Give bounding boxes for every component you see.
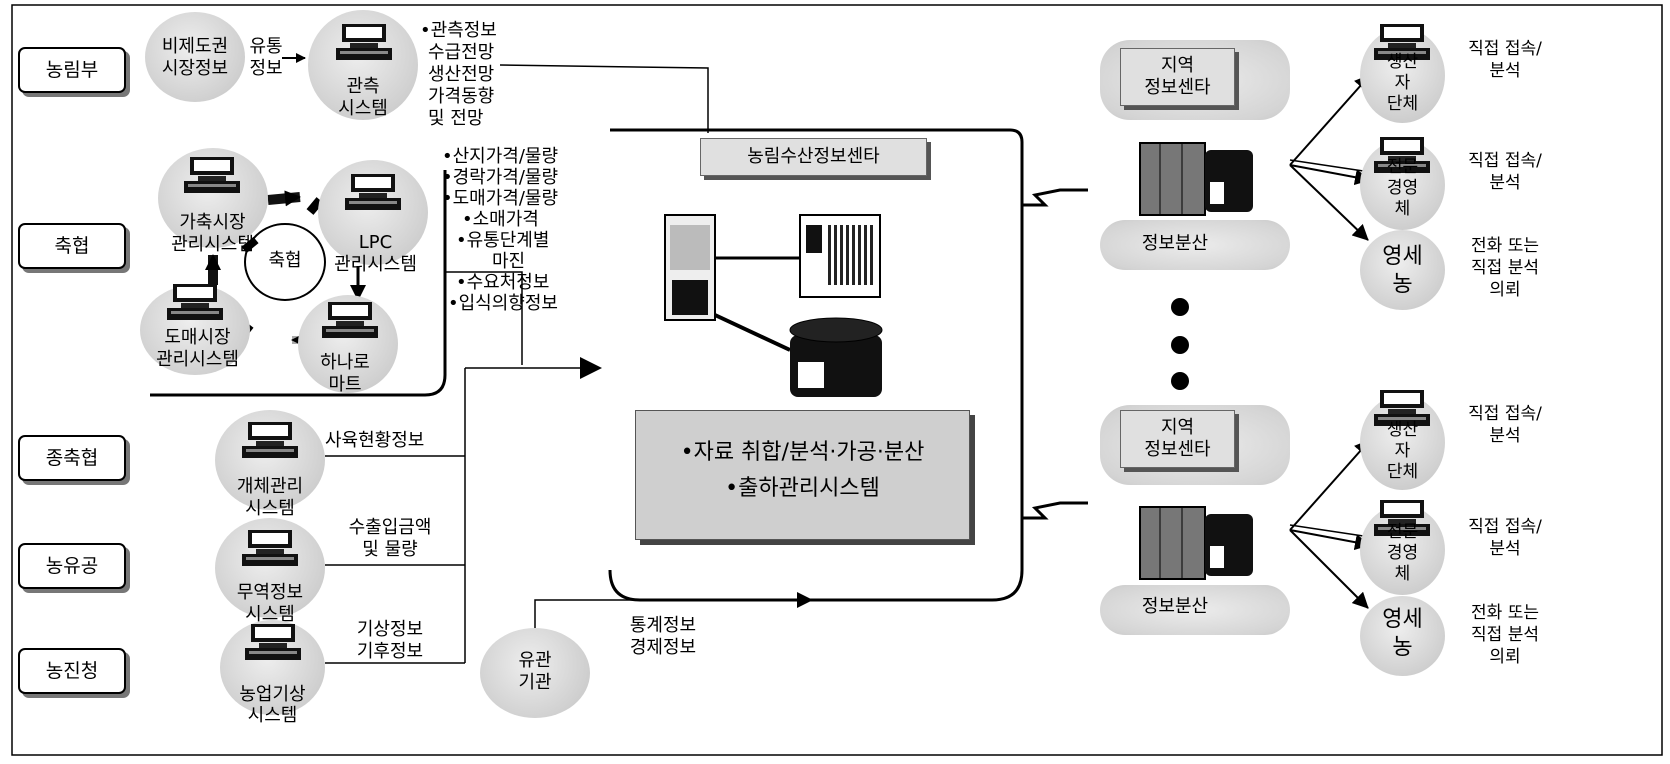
org-coop: 축협: [18, 223, 126, 269]
client-name: 영세 농: [1360, 243, 1445, 299]
wholesale-terminal-icon: [165, 282, 225, 322]
fan-top-2b: [1290, 160, 1370, 172]
fan-top-1: [1290, 75, 1370, 165]
client-name: 생산 자 단체: [1360, 52, 1445, 115]
center-computer-icon: [665, 215, 882, 397]
client-name: 생산 자 단체: [1360, 420, 1445, 483]
client-access: 직접 접속/ 분석: [1450, 150, 1560, 194]
center-function-box: •자료 취합/분석·가공·분산 •출하관리시스템: [635, 410, 970, 540]
client-name: 전문 경영 체: [1360, 522, 1445, 585]
client-access: 직접 접속/ 분석: [1450, 38, 1560, 82]
lightning-top: [1022, 190, 1088, 205]
coop-info-item: •경락가격/물량: [442, 167, 558, 188]
lightning-bottom: [1022, 503, 1088, 518]
trade-info-label: 수출입금액 및 물량: [330, 517, 450, 561]
output-item: 생산전망: [420, 64, 497, 86]
livestock-market-terminal-icon: [182, 155, 242, 195]
client-access: 직접 접속/ 분석: [1450, 403, 1560, 447]
ellipsis-dot: [1171, 298, 1189, 316]
client-access: 직접 접속/ 분석: [1450, 516, 1560, 560]
org-forestry: 농림부: [18, 47, 126, 93]
coop-info-item: •유통단계별: [442, 230, 558, 251]
entity-terminal-icon: [240, 420, 300, 460]
related-org-label: 유관 기관: [480, 650, 590, 694]
org-dairy: 농유공: [18, 543, 126, 589]
wholesale-label: 도매시장 관리시스템: [135, 327, 260, 371]
client-access: 전화 또는 직접 분석 의뢰: [1450, 602, 1560, 668]
regional-center-bottom: 지역 정보센타: [1120, 410, 1235, 468]
observation-outputs: •관측정보 수급전망 생산전망 가격동향 및 전망: [420, 20, 497, 130]
market-info-label: 비제도권 시장정보: [145, 36, 245, 80]
hanaro-label: 하나로 마트: [305, 352, 385, 396]
cycle-arrow-1: [268, 197, 300, 200]
stat-info-label: 통계정보 경제정보: [608, 615, 718, 659]
server-icon-bottom: [1140, 507, 1253, 579]
client-name: 전문 경영 체: [1360, 157, 1445, 220]
lpc-terminal-icon: [343, 172, 403, 212]
fan-bottom-1: [1290, 440, 1370, 530]
distribution-bottom-label: 정보분산: [1100, 596, 1250, 618]
distribution-top-label: 정보분산: [1100, 233, 1250, 255]
coop-info-item: •도매가격/물량: [442, 188, 558, 209]
output-item: 및 전망: [420, 108, 497, 130]
coop-info-item: •소매가격: [442, 209, 558, 230]
hanaro-terminal-icon: [320, 300, 380, 340]
trade-terminal-icon: [240, 528, 300, 568]
coop-info-item: 마진: [442, 251, 558, 272]
output-item: •관측정보: [420, 20, 497, 42]
fan-top-3: [1290, 165, 1368, 240]
weather-system-label: 농업기상 시스템: [215, 684, 330, 726]
ellipsis-dot: [1171, 336, 1189, 354]
observation-terminal-icon: [334, 22, 394, 62]
coop-info-item: •수요처정보: [442, 272, 558, 293]
client-name: 영세 농: [1360, 606, 1445, 662]
coop-info-list: •산지가격/물량 •경락가격/물량 •도매가격/물량 •소매가격 •유통단계별 …: [442, 146, 558, 314]
center-function-item: •자료 취합/분석·가공·분산: [636, 435, 969, 471]
breeding-info-label: 사육현황정보: [325, 430, 424, 452]
forestry-link: [500, 65, 708, 133]
coop-center-label: 축협: [255, 250, 315, 272]
weather-info-label: 기상정보 기후정보: [335, 619, 445, 663]
regional-center-top: 지역 정보센타: [1120, 48, 1235, 106]
output-item: 가격동향: [420, 86, 497, 108]
observation-system-label: 관측 시스템: [318, 76, 408, 120]
center-title: 농림수산정보센타: [700, 138, 927, 176]
server-icon-top: [1140, 143, 1253, 215]
fan-bottom-2b: [1290, 525, 1370, 537]
distribution-info-label: 유통 정보: [245, 36, 287, 80]
coop-info-item: •입식의향정보: [442, 293, 558, 314]
output-item: 수급전망: [420, 42, 497, 64]
coop-info-item: •산지가격/물량: [442, 146, 558, 167]
org-livestock-coop: 종축협: [18, 435, 126, 481]
center-function-item: •출하관리시스템: [636, 471, 969, 507]
client-access: 전화 또는 직접 분석 의뢰: [1450, 235, 1560, 301]
org-rda: 농진청: [18, 648, 126, 694]
weather-terminal-icon: [243, 622, 303, 662]
ellipsis-dot: [1171, 372, 1189, 390]
entity-system-label: 개체관리 시스템: [215, 476, 325, 520]
lpc-label: LPC 관리시스템: [318, 232, 433, 276]
